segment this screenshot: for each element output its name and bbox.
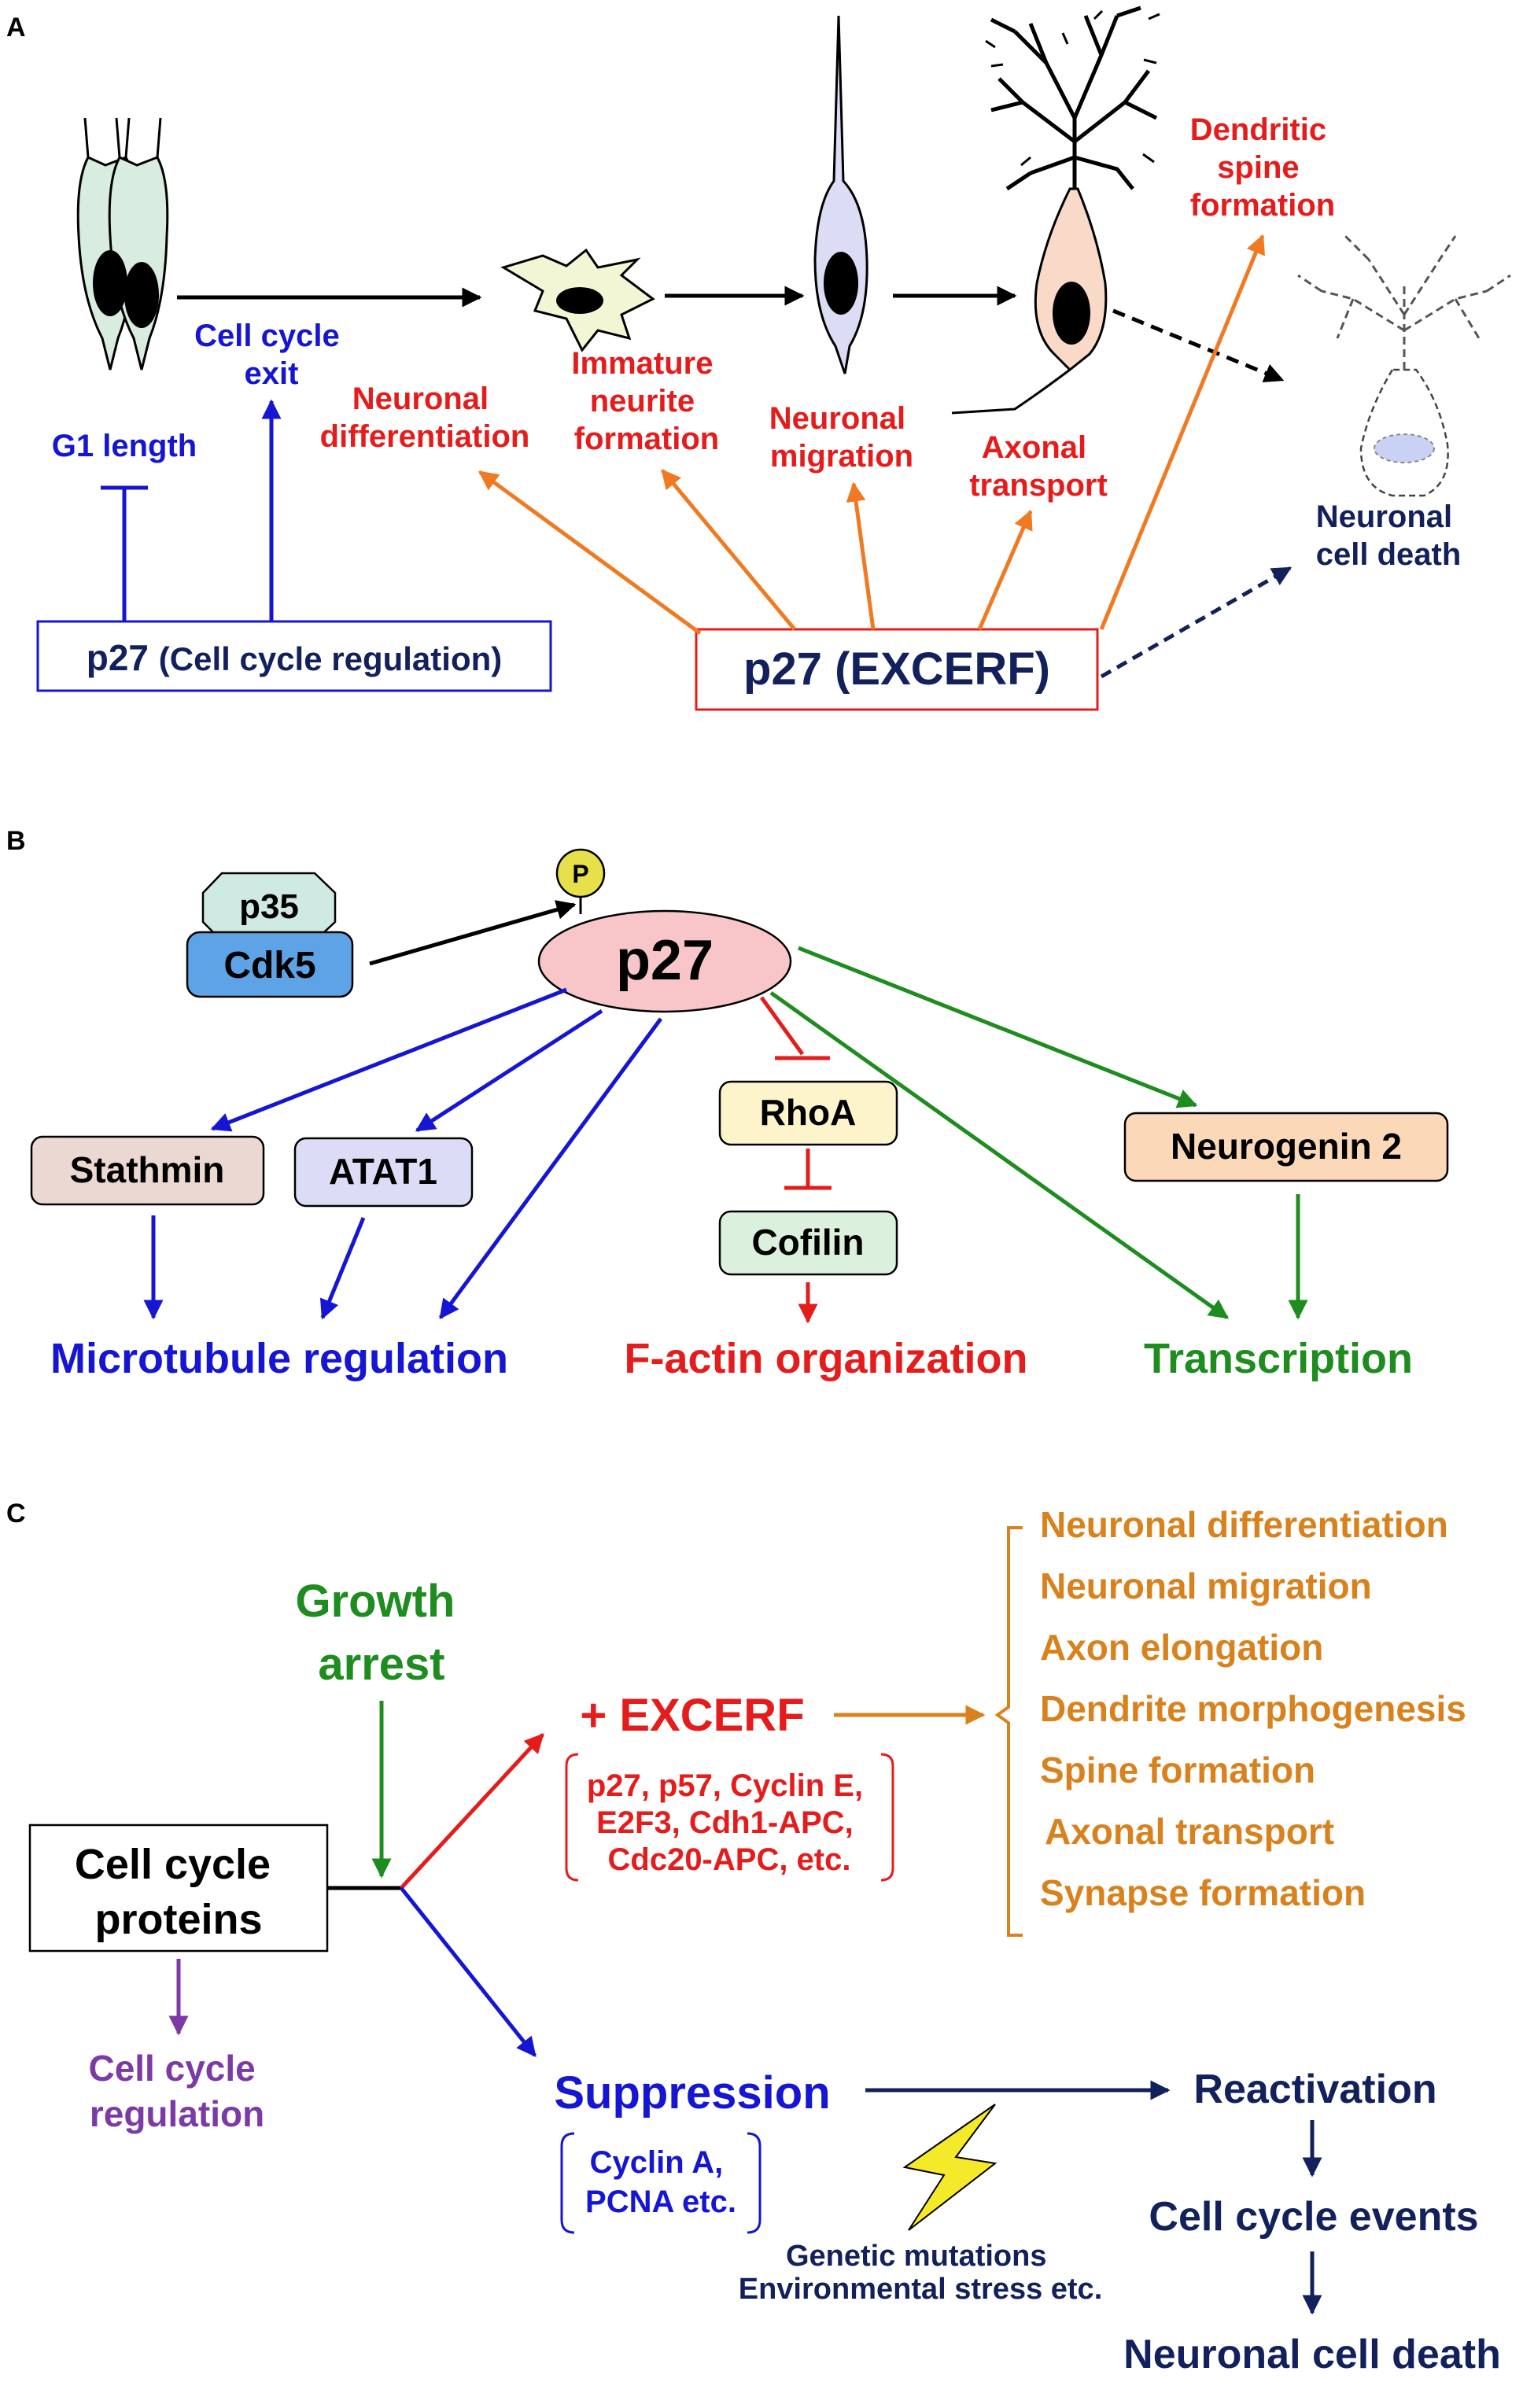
arrow-atat1-to-microtubule — [319, 1217, 366, 1320]
p27-excerf-label: p27 (EXCERF) — [743, 643, 1050, 695]
label-excerf: + EXCERF — [580, 1690, 804, 1741]
panel-a: A — [6, 6, 1511, 711]
panel-c-letter: C — [6, 1499, 26, 1529]
migrating-neuron-drawing — [813, 15, 868, 374]
arrow-p27-to-microtubule — [438, 1017, 663, 1320]
phospho-circle — [555, 848, 606, 898]
label-dendritic-spine-formation: Dendritic spine formation — [1190, 112, 1335, 223]
panel-c: C Growth arrest Cell cycle proteins Cell… — [6, 1499, 1501, 2377]
functions-bracket — [994, 1526, 1023, 1937]
functions-list: Neuronal differentiation Neuronal migrat… — [1040, 1504, 1477, 1913]
stathmin-label: Stathmin — [70, 1149, 225, 1190]
suppression-bracket-left — [560, 2132, 575, 2234]
inhibit-p27-rhoa — [759, 996, 805, 1056]
cofilin-label: Cofilin — [751, 1222, 864, 1263]
label-axonal-transport: Axonal transport — [969, 430, 1108, 503]
arrow-to-excerf — [400, 1733, 544, 1890]
suppression-members: Cyclin A, PCNA etc. — [585, 2145, 736, 2219]
arrow-p27-to-atat1 — [415, 1009, 603, 1133]
p27-excerf-box — [695, 628, 1099, 711]
arrow-to-suppression — [400, 1886, 537, 2057]
label-reactivation: Reactivation — [1193, 2067, 1436, 2112]
panel-b: B p35 Cdk5 P p27 Stathmin ATAT1 RhoA Cof… — [6, 826, 1449, 1382]
arrow-to-migration — [846, 481, 876, 630]
label-cell-cycle-events: Cell cycle events — [1149, 2194, 1478, 2240]
p27-ellipse — [537, 909, 792, 1013]
lightning-bolt-icon — [902, 2104, 998, 2231]
arrow-p27-to-stathmin — [210, 987, 567, 1132]
arrow-p27-to-transcription — [769, 990, 1230, 1320]
excerf-bracket-right — [880, 1753, 894, 1882]
arrow-mature-to-death — [1112, 308, 1285, 383]
p27-label: p27 — [616, 929, 714, 992]
arrow-to-spine-formation — [1099, 234, 1266, 630]
label-growth-arrest: Growth arrest — [295, 1576, 467, 1690]
panel-a-letter: A — [6, 13, 26, 42]
cdk5-label: Cdk5 — [223, 945, 315, 986]
label-cell-cycle-regulation: Cell cycle regulation — [88, 2048, 265, 2134]
cofilin-box — [718, 1210, 898, 1276]
label-triggers: Genetic mutations Environmental stress e… — [739, 2240, 1103, 2306]
arrow-to-neurite-formation — [661, 469, 796, 631]
neurogenin2-label: Neurogenin 2 — [1171, 1126, 1402, 1167]
arrow-cdk5-to-p27 — [369, 900, 577, 966]
arrow-p27-to-neurogenin2 — [798, 946, 1198, 1108]
p27-cell-cycle-label: p27 (Cell cycle regulation) — [87, 637, 503, 678]
progenitor-cells-drawing — [76, 117, 169, 371]
excerf-bracket-left — [565, 1753, 579, 1882]
immature-neuron-drawing — [500, 248, 655, 352]
label-g1-length: G1 length — [52, 429, 197, 463]
p35-label: p35 — [239, 887, 299, 926]
label-cell-cycle-exit: Cell cycle exit — [194, 319, 348, 391]
suppression-bracket-right — [747, 2132, 762, 2234]
p27-cell-cycle-box — [36, 620, 552, 692]
arrow-to-differentiation — [478, 470, 702, 636]
arrow-to-cell-death — [1100, 566, 1293, 679]
label-neuronal-migration: Neuronal migration — [769, 401, 914, 474]
label-neuronal-cell-death-a: Neuronal cell death — [1316, 500, 1462, 572]
neurogenin2-box — [1123, 1112, 1449, 1182]
label-transcription: Transcription — [1144, 1335, 1413, 1382]
label-suppression: Suppression — [554, 2067, 830, 2119]
label-factin-organization: F-actin organization — [625, 1335, 1028, 1382]
degenerating-neuron-drawing — [1297, 234, 1511, 497]
label-microtubule-regulation: Microtubule regulation — [50, 1335, 508, 1382]
phospho-label: P — [572, 860, 588, 888]
rhoa-box — [718, 1080, 898, 1146]
cell-cycle-proteins-box — [28, 1824, 329, 1953]
panel-b-letter: B — [6, 826, 26, 856]
label-immature-neurite-formation: Immature neurite formation — [571, 346, 721, 456]
excerf-members: p27, p57, Cyclin E, E2F3, Cdh1-APC, Cdc2… — [587, 1768, 872, 1877]
label-neuronal-cell-death-c: Neuronal cell death — [1123, 2332, 1501, 2377]
arrow-to-axonal-transport — [977, 509, 1033, 630]
atat1-label: ATAT1 — [329, 1151, 437, 1192]
label-neuronal-differentiation: Neuronal differentiation — [320, 382, 530, 454]
stathmin-box — [30, 1135, 265, 1206]
cdk5-box — [186, 931, 354, 998]
cell-cycle-proteins-label: Cell cycle proteins — [75, 1841, 282, 1943]
mature-neuron-drawing — [951, 6, 1160, 415]
rhoa-label: RhoA — [760, 1092, 857, 1133]
atat1-box — [293, 1137, 474, 1208]
